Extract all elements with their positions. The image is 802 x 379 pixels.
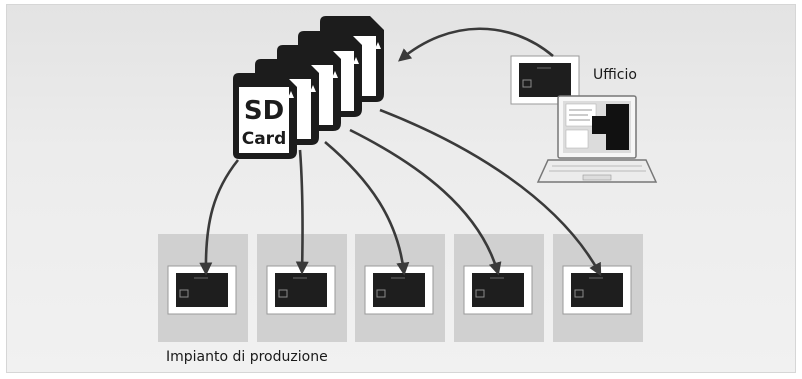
- sd-card-stack: D D D D SD Card: [233, 16, 384, 159]
- office-to-sd-arrow: [398, 27, 554, 62]
- sd-to-station-arrow: [349, 128, 502, 276]
- production-station: [158, 234, 248, 342]
- production-stations: [158, 234, 643, 342]
- hmi-panel-icon: [364, 265, 434, 315]
- hmi-panel-icon: [562, 265, 632, 315]
- production-station: [454, 234, 544, 342]
- sd-to-station-arrow: [379, 108, 602, 277]
- office-equipment: [510, 55, 658, 183]
- hmi-panel-icon: [463, 265, 533, 315]
- hmi-panel-icon: [266, 265, 336, 315]
- hmi-panel-icon: [167, 265, 237, 315]
- office-label: Ufficio: [593, 67, 637, 83]
- sd-to-station-arrow: [199, 159, 240, 276]
- sd-to-station-arrow: [295, 149, 309, 275]
- distribution-arrows: [199, 27, 602, 277]
- sd-card-icon: SD Card: [233, 73, 297, 159]
- sd-card-label-card: Card: [242, 129, 287, 149]
- sd-card-label-sd: SD: [244, 96, 284, 126]
- laptop-icon: [536, 95, 658, 183]
- sd-to-station-arrow: [324, 141, 410, 276]
- production-plant-label: Impianto di produzione: [166, 349, 328, 365]
- production-station: [553, 234, 643, 342]
